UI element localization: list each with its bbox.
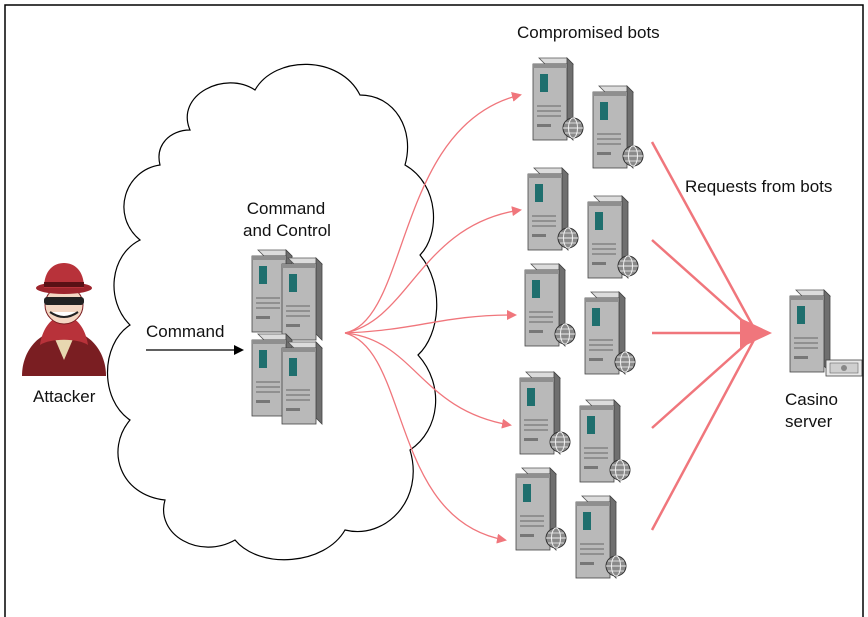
attacker-icon bbox=[22, 263, 106, 376]
command-and-control-server bbox=[251, 249, 323, 425]
label-attacker: Attacker bbox=[33, 387, 96, 406]
compromised-bots bbox=[516, 58, 643, 578]
label-command: Command bbox=[146, 322, 225, 341]
label-requests-from-bots: Requests from bots bbox=[685, 177, 833, 196]
dispatch-arrows bbox=[344, 92, 522, 544]
label-casino-line2: server bbox=[785, 412, 833, 431]
frame-border bbox=[4, 4, 864, 617]
label-cnc-line1: Command bbox=[246, 199, 326, 218]
label-cnc-line2: and Control bbox=[243, 221, 331, 240]
casino-server bbox=[789, 289, 863, 377]
label-casino-line1: Casino bbox=[785, 390, 838, 409]
request-lines bbox=[650, 141, 757, 531]
label-compromised-bots: Compromised bots bbox=[517, 23, 660, 42]
request-arrowhead bbox=[740, 318, 772, 348]
